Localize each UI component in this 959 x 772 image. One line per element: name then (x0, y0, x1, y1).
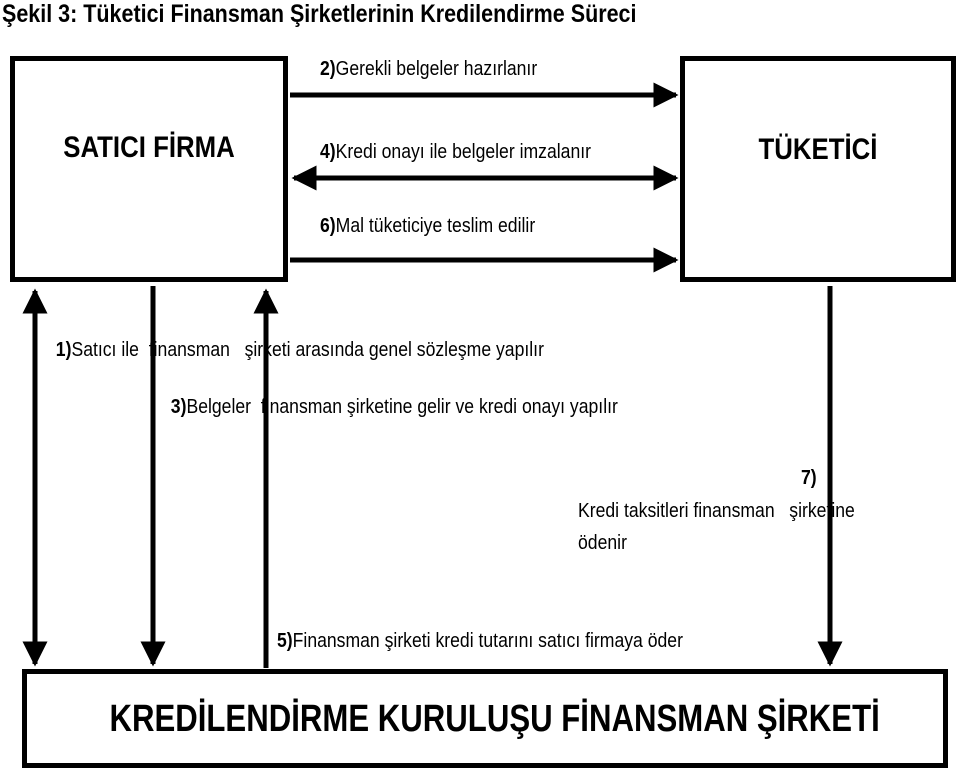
consumer-label: TÜKETİCİ (758, 133, 878, 166)
figure-title: Şekil 3: Tüketici Finansman Şirketlerini… (2, 0, 637, 28)
step-7-number: 7) (801, 467, 817, 489)
step-1-text: Satıcı ile finansman şirketi arasında ge… (71, 339, 544, 361)
step-7-number-line: 7) (801, 467, 817, 490)
step-1-label: 1)Satıcı ile finansman şirketi arasında … (46, 316, 544, 362)
step-6-label: 6)Mal tüketiciye teslim edilir (320, 215, 535, 238)
step-2-number: 2) (320, 58, 336, 80)
step-6-text: Mal tüketiciye teslim edilir (335, 215, 536, 237)
step-7-text-line2: ödenir (578, 532, 627, 554)
step-5-text: Finansman şirketi kredi tutarını satıcı … (292, 630, 683, 652)
step-4-text: Kredi onayı ile belgeler imzalanır (335, 141, 591, 163)
step-3-number: 3) (170, 396, 187, 418)
finance-box: KREDİLENDİRME KURULUŞU FİNANSMAN ŞİRKETİ (22, 669, 948, 768)
step-2-text: Gerekli belgeler hazırlanır (335, 58, 538, 80)
seller-label: SATICI FİRMA (63, 131, 235, 164)
step-7-text-line1: Kredi taksitleri finansman şirketine (578, 500, 855, 522)
step-3-label: 3)Belgeler finansman şirketine gelir ve … (161, 373, 618, 419)
consumer-box: TÜKETİCİ (680, 56, 956, 282)
step-6-number: 6) (320, 215, 336, 237)
step-4-label: 4)Kredi onayı ile belgeler imzalanır (320, 141, 591, 164)
finance-label: KREDİLENDİRME KURULUŞU FİNANSMAN ŞİRKETİ (109, 698, 880, 740)
seller-box: SATICI FİRMA (10, 56, 288, 282)
step-5-number: 5) (277, 630, 293, 652)
step-3-text: Belgeler finansman şirketine gelir ve kr… (186, 396, 618, 418)
step-1-number: 1) (55, 339, 72, 361)
step-4-number: 4) (320, 141, 336, 163)
step-5-label: 5)Finansman şirketi kredi tutarını satıc… (277, 630, 683, 653)
step-2-label: 2)Gerekli belgeler hazırlanır (320, 58, 537, 81)
